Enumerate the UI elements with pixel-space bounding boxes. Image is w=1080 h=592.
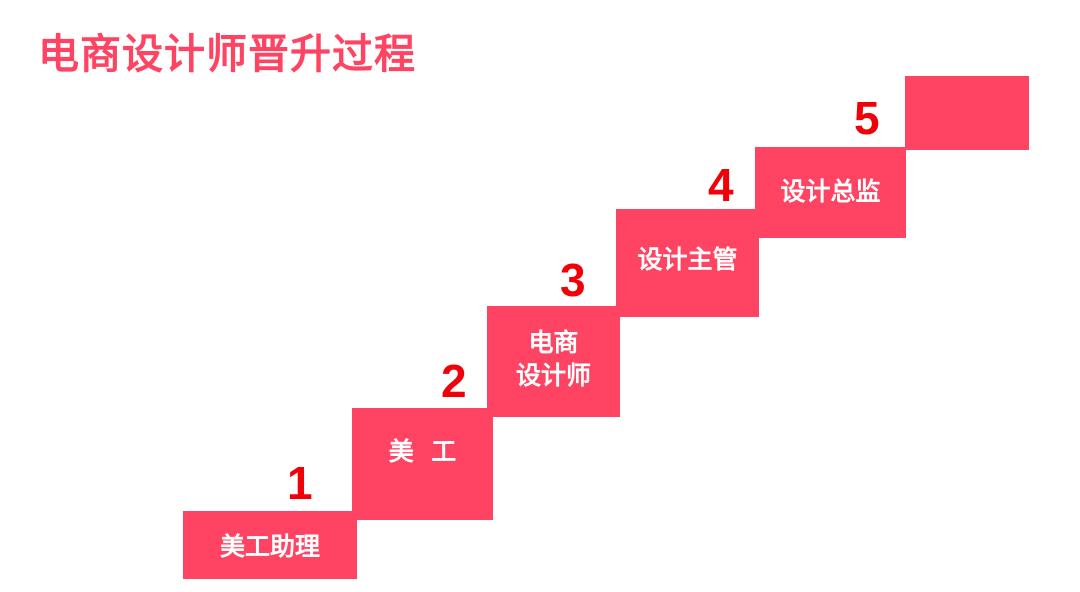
- step-5-number: 5: [854, 92, 880, 144]
- top-step-box: [905, 76, 1029, 150]
- page-title: 电商设计师晋升过程: [38, 30, 416, 78]
- step-3-label: 电商 设计师: [515, 328, 591, 390]
- step-1-label: 美工助理: [219, 531, 320, 561]
- step-1-number: 1: [287, 457, 313, 509]
- step-3-box: 电商 设计师: [487, 306, 620, 417]
- step-4-label: 设计主管: [637, 244, 738, 274]
- step-2-number: 2: [441, 355, 467, 407]
- step-1-box: 美工助理: [183, 511, 357, 579]
- step-4-number: 4: [708, 159, 734, 211]
- step-2-box: 美 工: [352, 408, 493, 520]
- step-5-box: 设计总监: [755, 147, 906, 238]
- step-2-label: 美 工: [388, 436, 457, 466]
- step-5-label: 设计总监: [780, 176, 881, 206]
- step-3-number: 3: [560, 254, 586, 306]
- step-4-box: 设计主管: [616, 209, 759, 317]
